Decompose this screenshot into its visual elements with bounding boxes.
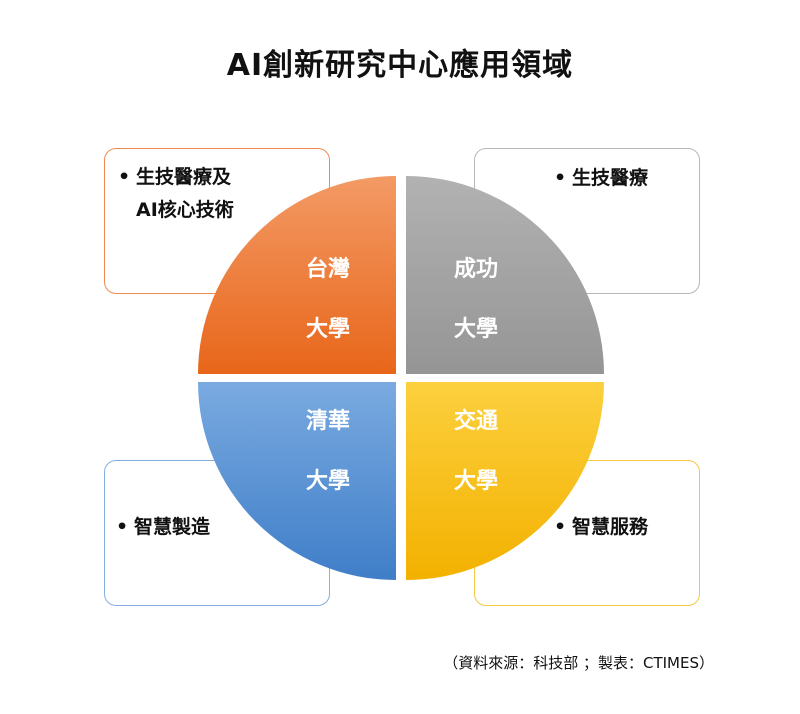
application-text: 生技醫療及 AI核心技術 <box>118 161 234 227</box>
university-name-line2: 大學 <box>305 469 350 494</box>
quadrant-taiwan <box>198 176 396 374</box>
university-name-line2: 大學 <box>305 317 350 342</box>
application-text: 智慧服務 <box>554 511 648 544</box>
university-name-line2: 大學 <box>453 317 498 342</box>
quadrant-chiaotung <box>406 382 604 580</box>
university-name-line1: 交通 <box>453 409 498 434</box>
quadrant-label-tsinghua: 清華 大學 <box>288 392 368 512</box>
university-name-line1: 清華 <box>305 409 350 434</box>
application-text: 生技醫療 <box>554 162 648 195</box>
university-name-line2: 大學 <box>453 469 498 494</box>
quadrant-label-taiwan: 台灣 大學 <box>288 240 368 360</box>
source-caption: （資料來源：科技部 ；製表：CTIMES） <box>443 654 714 672</box>
quadrant-tsinghua <box>198 382 396 580</box>
application-box-tsinghua: 智慧製造 <box>104 460 330 606</box>
university-name-line1: 成功 <box>453 257 498 282</box>
application-text: 智慧製造 <box>116 511 210 544</box>
quadrant-label-chiaotung: 交通 大學 <box>436 392 516 512</box>
diagram-title: AI創新研究中心應用領域 <box>226 48 574 83</box>
quadrant-chengkung <box>406 176 604 374</box>
quadrant-label-chengkung: 成功 大學 <box>436 240 516 360</box>
university-name-line1: 台灣 <box>305 257 350 282</box>
